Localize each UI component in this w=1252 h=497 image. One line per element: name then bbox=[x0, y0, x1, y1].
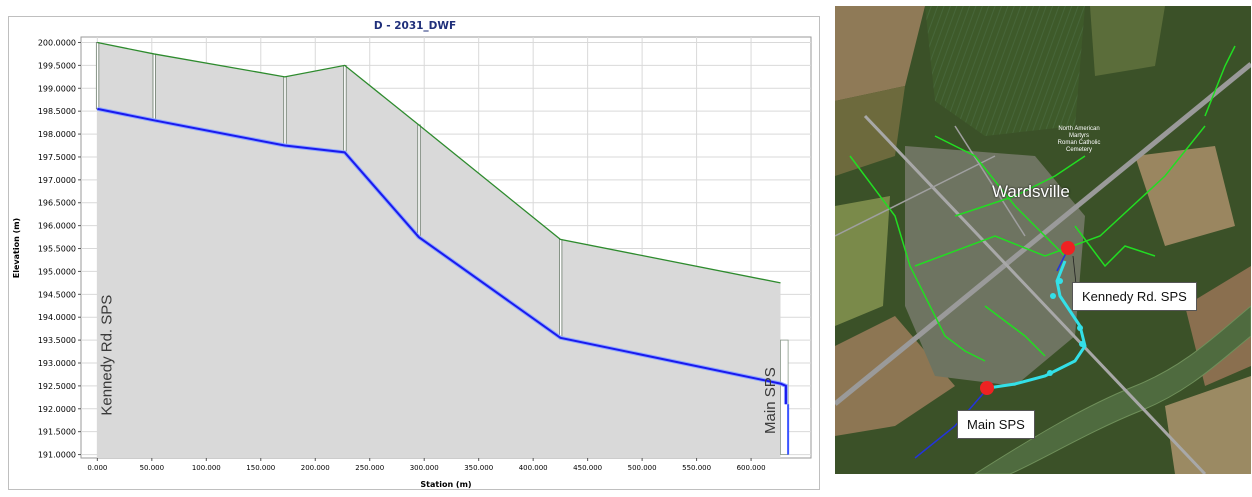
sewer-line bbox=[934, 135, 1066, 257]
y-tick-label: 198.0000 bbox=[38, 130, 76, 139]
x-tick-label: 100.000 bbox=[192, 464, 221, 472]
kennedy-rd-sps-callout: Kennedy Rd. SPS bbox=[1072, 282, 1197, 311]
y-tick-label: 197.5000 bbox=[38, 153, 76, 162]
x-tick-label: 500.000 bbox=[628, 464, 657, 472]
farm-field bbox=[835, 196, 890, 326]
sps-annotation: Kennedy Rd. SPS bbox=[99, 295, 116, 416]
sewer-line bbox=[849, 155, 986, 362]
x-tick-label: 300.000 bbox=[410, 464, 439, 472]
cemetery-label: North American Martyrs Roman Catholic Ce… bbox=[1057, 126, 1101, 153]
y-tick-label: 191.0000 bbox=[38, 451, 76, 460]
x-tick-label: 50.000 bbox=[140, 464, 165, 472]
ground-profile-line bbox=[97, 41, 781, 284]
farm-field bbox=[835, 86, 905, 176]
outfall-line bbox=[914, 387, 989, 459]
farm-field bbox=[1090, 6, 1165, 76]
y-tick-label: 194.0000 bbox=[38, 313, 76, 322]
chart-annotations: Kennedy Rd. SPS Main SPS bbox=[99, 295, 780, 434]
y-tick-label: 199.5000 bbox=[38, 61, 76, 70]
y-axis-label: Elevation (m) bbox=[12, 218, 21, 278]
river bbox=[974, 305, 1251, 474]
farm-field bbox=[1165, 376, 1251, 474]
sewer-line bbox=[954, 155, 1086, 217]
y-tick-label: 191.5000 bbox=[38, 428, 76, 437]
sewer-line bbox=[1204, 45, 1236, 117]
callout-leader bbox=[1072, 255, 1077, 285]
manhole-marker bbox=[95, 42, 100, 110]
profile-chart-panel: D - 2031_DWF 191.0000 191.5000 192.0000 192… bbox=[8, 16, 820, 490]
forcemain-node bbox=[1050, 293, 1056, 299]
manhole-marker bbox=[417, 124, 421, 238]
forcemain-node bbox=[1077, 325, 1083, 331]
pipe-invert-line bbox=[97, 107, 787, 405]
y-tick-label: 196.0000 bbox=[38, 222, 76, 231]
sps-annotation: Main SPS bbox=[762, 367, 779, 434]
y-tick-label: 195.5000 bbox=[38, 245, 76, 254]
aerial-map: Wardsville North American Martyrs Roman … bbox=[835, 6, 1251, 474]
farm-field bbox=[1135, 146, 1235, 246]
cross-road bbox=[863, 114, 1207, 474]
manhole-marker bbox=[343, 64, 347, 153]
x-tick-label: 350.000 bbox=[464, 464, 493, 472]
farm-field bbox=[835, 316, 955, 436]
axis-ticks: 191.0000 191.5000 192.0000 192.5000 193.0000… bbox=[38, 38, 766, 472]
x-axis-label: Station (m) bbox=[420, 480, 471, 489]
y-tick-label: 198.5000 bbox=[38, 107, 76, 116]
farm-field bbox=[925, 6, 1085, 136]
main-sps-callout: Main SPS bbox=[957, 410, 1035, 439]
forcemain-line bbox=[987, 260, 1087, 390]
y-tick-label: 200.0000 bbox=[38, 38, 76, 47]
y-tick-label: 193.0000 bbox=[38, 359, 76, 368]
forcemain-node bbox=[1047, 370, 1053, 376]
profile-lines bbox=[96, 41, 788, 405]
main-sps-marker bbox=[980, 381, 994, 395]
local-road bbox=[835, 155, 996, 237]
manhole-marker bbox=[283, 76, 287, 146]
aerial-map-imagery bbox=[835, 6, 1251, 474]
y-tick-label: 196.5000 bbox=[38, 199, 76, 208]
manhole-marker bbox=[559, 238, 563, 339]
y-tick-label: 192.0000 bbox=[38, 405, 76, 414]
x-tick-label: 150.000 bbox=[246, 464, 275, 472]
x-tick-label: 250.000 bbox=[355, 464, 384, 472]
forcemain-node bbox=[1057, 278, 1063, 284]
x-tick-label: 600.000 bbox=[737, 464, 766, 472]
kennedy-rd-sps-marker bbox=[1061, 241, 1075, 255]
x-tick-label: 450.000 bbox=[573, 464, 602, 472]
sewer-line bbox=[984, 305, 1046, 357]
x-tick-label: 200.000 bbox=[301, 464, 330, 472]
chart-title: D - 2031_DWF bbox=[374, 20, 456, 32]
x-tick-label: 400.000 bbox=[519, 464, 548, 472]
y-tick-label: 192.5000 bbox=[38, 382, 76, 391]
y-tick-label: 193.5000 bbox=[38, 336, 76, 345]
forcemain-node bbox=[1079, 341, 1085, 347]
farm-field bbox=[835, 6, 925, 101]
x-tick-label: 0.000 bbox=[87, 464, 107, 472]
manhole-marker bbox=[152, 53, 156, 121]
y-tick-label: 194.5000 bbox=[38, 290, 76, 299]
sewer-line bbox=[1074, 225, 1156, 268]
town-label: Wardsville bbox=[992, 182, 1070, 201]
y-tick-label: 197.0000 bbox=[38, 176, 76, 185]
y-tick-label: 199.0000 bbox=[38, 84, 76, 93]
x-tick-label: 550.000 bbox=[682, 464, 711, 472]
y-tick-label: 195.0000 bbox=[38, 267, 76, 276]
local-road bbox=[954, 125, 1026, 237]
profile-chart: D - 2031_DWF 191.0000 191.5000 192.0000 192… bbox=[12, 20, 812, 489]
